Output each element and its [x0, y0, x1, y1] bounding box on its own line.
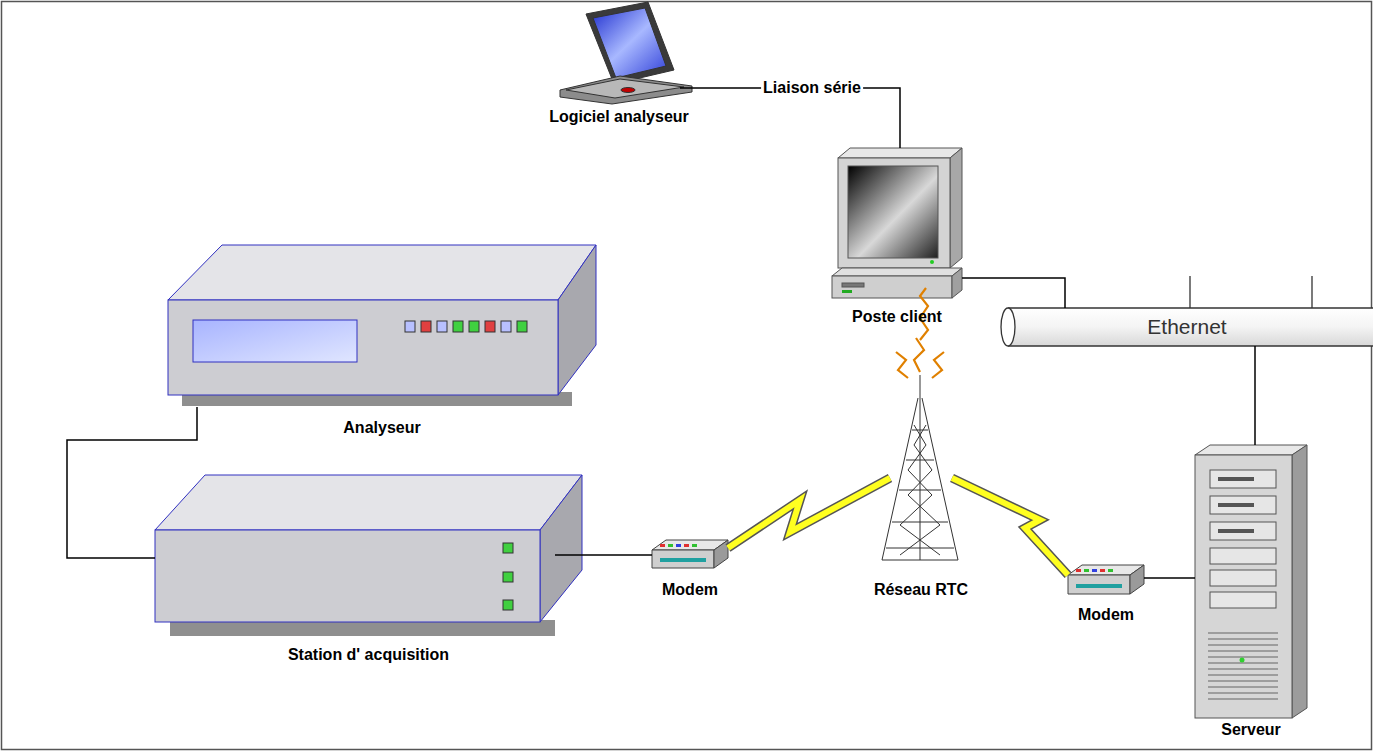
- device-label: Poste client: [852, 308, 942, 326]
- laptop-node: Logiciel analyseur: [558, 14, 680, 104]
- acquisition-station-figure: [155, 475, 582, 636]
- device-label: Réseau RTC: [874, 581, 968, 599]
- cable-line: [67, 407, 197, 558]
- cable-line: [1144, 577, 1195, 579]
- modem-node: Modem: [652, 540, 728, 568]
- server-node: Serveur: [1195, 445, 1307, 718]
- ethernet-cable: [1001, 276, 1373, 346]
- cable-line: [555, 554, 652, 556]
- ethernet-bus: Ethernet: [1001, 308, 1373, 346]
- laptop-figure: [560, 2, 692, 104]
- cable-line: [1254, 346, 1256, 445]
- cable-line: [680, 88, 900, 148]
- device-label: Modem: [662, 581, 718, 599]
- device-label: Logiciel analyseur: [549, 108, 689, 126]
- analyzer-node: Analyseur: [168, 245, 596, 407]
- link-label: Liaison série: [761, 79, 863, 97]
- station-node: Station d' acquisition: [155, 475, 582, 637]
- modem-figure: [1068, 565, 1144, 594]
- device-label: Station d' acquisition: [288, 646, 449, 664]
- analyzer-figure: [168, 245, 596, 406]
- lightning-outline: [952, 478, 1068, 575]
- pc-figure: [832, 148, 962, 298]
- bus-label: Ethernet: [1147, 315, 1226, 339]
- cable-line: [962, 278, 1065, 308]
- device-label: Serveur: [1221, 721, 1281, 739]
- lightning-link: [952, 478, 1068, 575]
- device-label: Analyseur: [343, 419, 420, 437]
- lightning-outline: [728, 478, 890, 548]
- modem-node: Modem: [1068, 565, 1144, 594]
- server-figure: [1195, 445, 1307, 718]
- pc-node: Poste client: [832, 148, 962, 298]
- network-node: Réseau RTC: [878, 284, 964, 564]
- lightning-link: [728, 478, 890, 548]
- device-label: Modem: [1078, 606, 1134, 624]
- tower-figure: [882, 288, 958, 560]
- modem-figure: [652, 540, 728, 568]
